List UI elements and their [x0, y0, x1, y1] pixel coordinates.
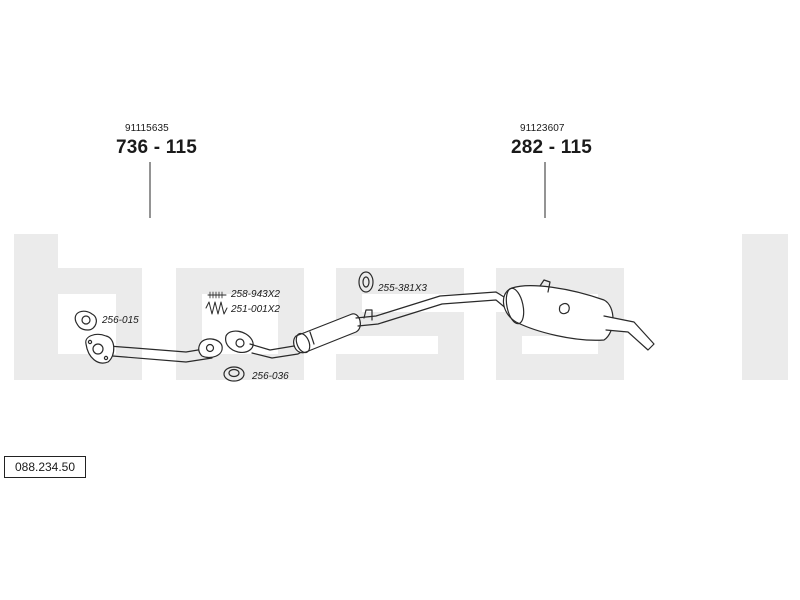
centre-silencer	[293, 313, 361, 354]
spring-251-001	[205, 301, 228, 315]
spring-bolt-258-943	[207, 291, 227, 299]
label-spring: 251-001X2	[231, 304, 280, 315]
label-gasket-front: 256-015	[102, 315, 139, 326]
watermark-logo	[14, 234, 788, 380]
ref-number-right: 282 - 115	[511, 137, 593, 158]
catalog-number: 088.234.50	[14, 460, 76, 474]
oem-number-left: 91115635	[125, 123, 169, 134]
ring-gasket-256-036	[223, 366, 245, 382]
oem-number-right: 91123607	[520, 123, 565, 134]
middle-pipe	[355, 291, 513, 327]
gasket-256-015	[74, 310, 97, 331]
catalog-number-box: 088.234.50	[4, 456, 86, 478]
label-ring-gasket: 256-036	[252, 371, 289, 382]
ref-number-left: 736 - 115	[116, 137, 198, 158]
rubber-mount-255-381	[358, 271, 374, 293]
front-pipe-736-115	[85, 333, 223, 364]
rear-silencer-282-115	[502, 279, 655, 351]
label-rubber-mount: 255-381X3	[378, 283, 427, 294]
label-spring-bolt: 258-943X2	[231, 289, 280, 300]
